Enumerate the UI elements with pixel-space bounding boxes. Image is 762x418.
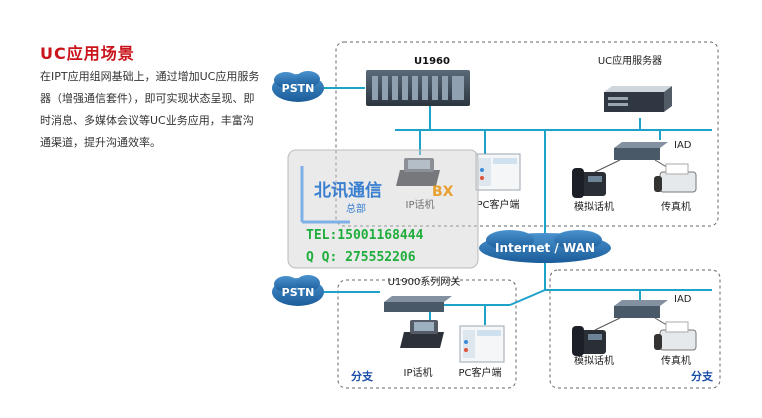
u1900-gateway-device — [384, 296, 452, 312]
fax-label-bottom: 传真机 — [661, 354, 691, 367]
watermark-qq: Q Q: 275552206 — [306, 250, 416, 265]
u1960-label: U1960 — [414, 56, 450, 67]
branch-region-right — [549, 269, 721, 389]
iad-device-bottom — [614, 300, 668, 318]
hq-region — [335, 41, 719, 227]
uc-server-label: UC应用服务器 — [598, 54, 662, 67]
ip-phone-label-top: IP话机 — [406, 198, 435, 211]
pc-client-icon-bottom — [459, 325, 505, 363]
pstn-label-bottom: PSTN — [282, 286, 315, 299]
ip-phone-icon-top — [396, 158, 440, 186]
watermark-stamp: 北讯通信 BX 总部 TEL:15001168444 Q Q: 27555220… — [287, 149, 479, 269]
pstn-cloud-top: PSTN — [272, 71, 324, 102]
pc-client-label-bottom: PC客户端 — [458, 366, 501, 379]
analog-phone-icon-top — [572, 168, 606, 198]
pc-client-label-top: PC客户端 — [476, 198, 519, 211]
uc-server-device — [604, 86, 672, 112]
analog-phone-label-bottom: 模拟话机 — [574, 354, 614, 367]
ip-phone-icon-bottom — [400, 320, 444, 348]
watermark-company: 北讯通信 — [314, 180, 382, 201]
u1900-label: U1900系列网关 — [388, 275, 461, 288]
page-heading: UC应用场景 — [40, 44, 135, 63]
iad-device-top — [614, 142, 668, 160]
u1960-gateway-device — [366, 70, 470, 106]
fax-icon-bottom — [654, 321, 697, 351]
analog-phone-label-top: 模拟话机 — [574, 200, 614, 213]
watermark-tel: TEL:15001168444 — [306, 228, 424, 243]
watermark-dept: 总部 — [346, 202, 366, 215]
fax-icon-top — [654, 163, 697, 193]
fax-label-top: 传真机 — [661, 200, 691, 213]
pstn-label-top: PSTN — [282, 82, 315, 95]
ip-phone-label-bottom: IP话机 — [404, 366, 433, 379]
internet-cloud: Internet / WAN — [479, 230, 611, 263]
branch-label-right: 分支 — [691, 369, 714, 383]
watermark-suffix: BX — [432, 184, 454, 200]
branch-region-left — [337, 279, 517, 389]
description-text: 在IPT应用组网基础上，通过增加UC应用服务器（增强通信套件），即可实现状态呈现… — [40, 70, 260, 149]
internet-label: Internet / WAN — [495, 241, 595, 255]
pstn-cloud-bottom: PSTN — [272, 275, 324, 306]
branch-label-left: 分支 — [351, 369, 374, 383]
iad-label-top: IAD — [674, 140, 692, 151]
analog-phone-icon-bottom — [572, 326, 606, 356]
iad-label-bottom: IAD — [674, 294, 692, 305]
pc-client-icon-top — [475, 153, 521, 191]
